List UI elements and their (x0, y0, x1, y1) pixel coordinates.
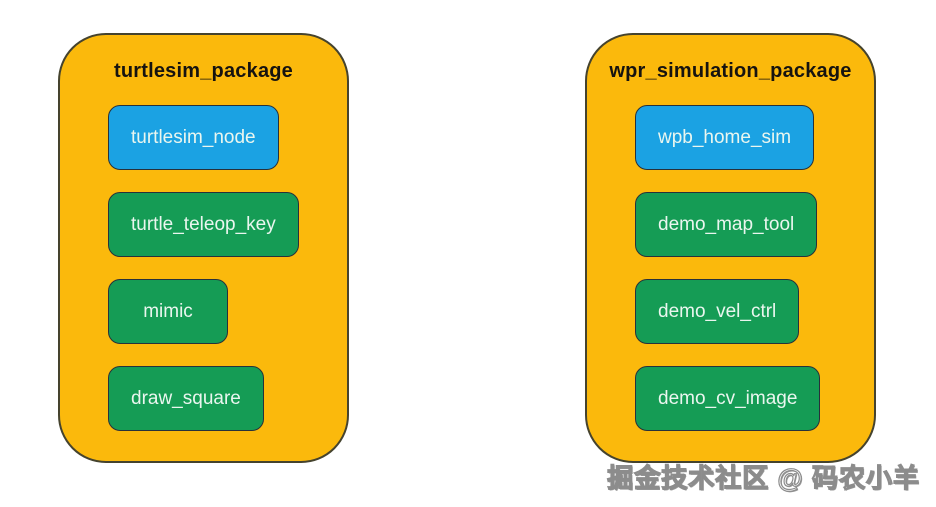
node-demo-map-tool: demo_map_tool (635, 192, 818, 257)
package-turtlesim: turtlesim_package turtlesim_node turtle_… (58, 33, 349, 463)
node-draw-square: draw_square (108, 366, 264, 431)
node-column: turtlesim_node turtle_teleop_key mimic d… (108, 105, 347, 453)
node-demo-vel-ctrl: demo_vel_ctrl (635, 279, 800, 344)
package-title: wpr_simulation_package (609, 60, 852, 82)
package-wpr-simulation: wpr_simulation_package wpb_home_sim demo… (585, 33, 876, 463)
node-turtle-teleop-key: turtle_teleop_key (108, 192, 299, 257)
node-wpb-home-sim: wpb_home_sim (635, 105, 815, 170)
node-column: wpb_home_sim demo_map_tool demo_vel_ctrl… (635, 105, 874, 453)
watermark-text: 掘金技术社区 @ 码农小羊 (607, 462, 920, 493)
node-demo-cv-image: demo_cv_image (635, 366, 821, 431)
node-mimic: mimic (108, 279, 228, 344)
package-title: turtlesim_package (113, 60, 294, 82)
node-turtlesim-node: turtlesim_node (108, 105, 279, 170)
